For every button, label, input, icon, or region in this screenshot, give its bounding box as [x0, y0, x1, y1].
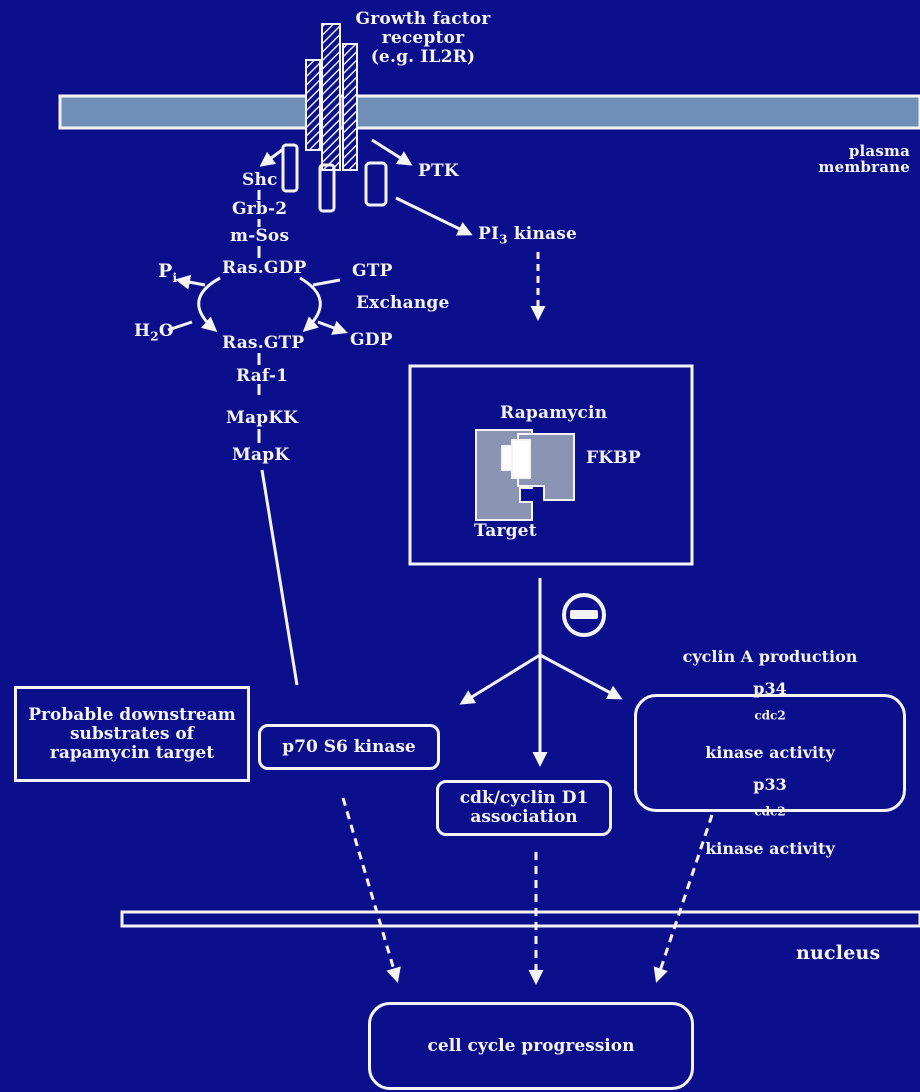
h2o-h: H — [134, 321, 151, 341]
mapk-label: MapK — [232, 445, 290, 465]
p34-suffix: kinase activity — [705, 743, 835, 762]
mapkk-label: MapKK — [226, 408, 299, 428]
pi3-kinase-label: PI3 kinase — [478, 224, 578, 247]
plasma-membrane-label: plasma membrane — [790, 143, 910, 175]
receptor-icon — [281, 23, 388, 213]
h2o-o: O — [158, 321, 174, 341]
p70-s6-kinase-box: p70 S6 kinase — [258, 724, 440, 770]
dashed-arrows-to-cell-cycle — [341, 797, 714, 985]
cyclin-line2: p34 cdc2 kinase activity — [683, 673, 858, 769]
receptor-label-line2: receptor — [381, 28, 465, 48]
p33-suffix: kinase activity — [705, 839, 835, 858]
pi-letter: P — [158, 260, 173, 282]
substrates-line1: Probable downstream — [28, 704, 236, 725]
minus-icon — [562, 593, 606, 637]
cdk-line1: cdk/cyclin D1 — [459, 788, 589, 808]
arrow-to-ptk — [371, 138, 413, 166]
receptor-label: Growth factor receptor (e.g. IL2R) — [348, 10, 498, 67]
rapamycin-complex-box — [408, 364, 694, 566]
shc-label: Shc — [242, 170, 278, 190]
pi3-prefix: PI — [478, 224, 500, 244]
cyclin-line1: cyclin A production — [682, 647, 858, 666]
receptor-label-line3: (e.g. IL2R) — [370, 47, 476, 67]
p34-prefix: p34 — [753, 679, 787, 698]
receptor-label-line1: Growth factor — [355, 9, 491, 29]
arrow-to-pi3k — [395, 196, 473, 236]
substrates-line2: substrates of — [69, 723, 194, 744]
pi3-suffix: kinase — [507, 224, 578, 244]
h2o-label: H2O — [134, 321, 174, 344]
ras-cycle-arrows — [167, 274, 348, 335]
cdk-cyclin-box: cdk/cyclin D1 association — [436, 780, 612, 836]
raf1-label: Raf-1 — [236, 366, 289, 386]
arrow-to-shc — [259, 148, 283, 167]
p33-prefix: p33 — [753, 775, 787, 794]
mapk-to-p70-line — [260, 469, 299, 686]
cyclin-box: cyclin A production p34 cdc2 kinase activ… — [634, 647, 906, 858]
p33-sup: cdc2 — [754, 804, 786, 819]
p70-label: p70 S6 kinase — [282, 736, 416, 757]
gtp-label: GTP — [352, 261, 393, 281]
ras-gtp-label: Ras.GTP — [222, 333, 305, 353]
pi-sub: i — [172, 270, 178, 285]
grb2-label: Grb-2 — [232, 199, 288, 219]
rapamycin-complex-icon — [475, 429, 575, 521]
ptk-label: PTK — [418, 161, 459, 181]
pi-label: Pi — [158, 260, 177, 284]
substrates-box: Probable downstream substrates of rapamy… — [14, 686, 250, 782]
msos-label: m-Sos — [230, 226, 290, 246]
gdp-label: GDP — [350, 330, 393, 350]
substrates-line3: rapamycin target — [49, 742, 215, 763]
cyclin-line3: p33 cdc2 kinase activity — [683, 769, 858, 865]
cell-cycle-box: cell cycle progression — [368, 1002, 694, 1090]
ras-gdp-label: Ras.GDP — [222, 258, 307, 278]
branch-arrows — [459, 653, 623, 767]
plasma-membrane-label-line2: membrane — [818, 158, 910, 176]
p34-sup: cdc2 — [754, 708, 786, 723]
cdk-line2: association — [470, 807, 578, 827]
nuclear-membrane-bar — [120, 910, 920, 928]
nucleus-label: nucleus — [796, 942, 881, 964]
cell-cycle-label: cell cycle progression — [427, 1035, 635, 1056]
plasma-membrane-bar — [58, 94, 920, 130]
h2o-sub: 2 — [150, 329, 159, 344]
rapamycin-label: Rapamycin — [500, 403, 608, 423]
target-label: Target — [474, 521, 537, 541]
fkbp-label: FKBP — [586, 448, 641, 468]
plasma-membrane-label-line1: plasma — [848, 142, 910, 160]
exchange-label: Exchange — [356, 293, 450, 313]
pi3-sub: 3 — [499, 232, 508, 247]
